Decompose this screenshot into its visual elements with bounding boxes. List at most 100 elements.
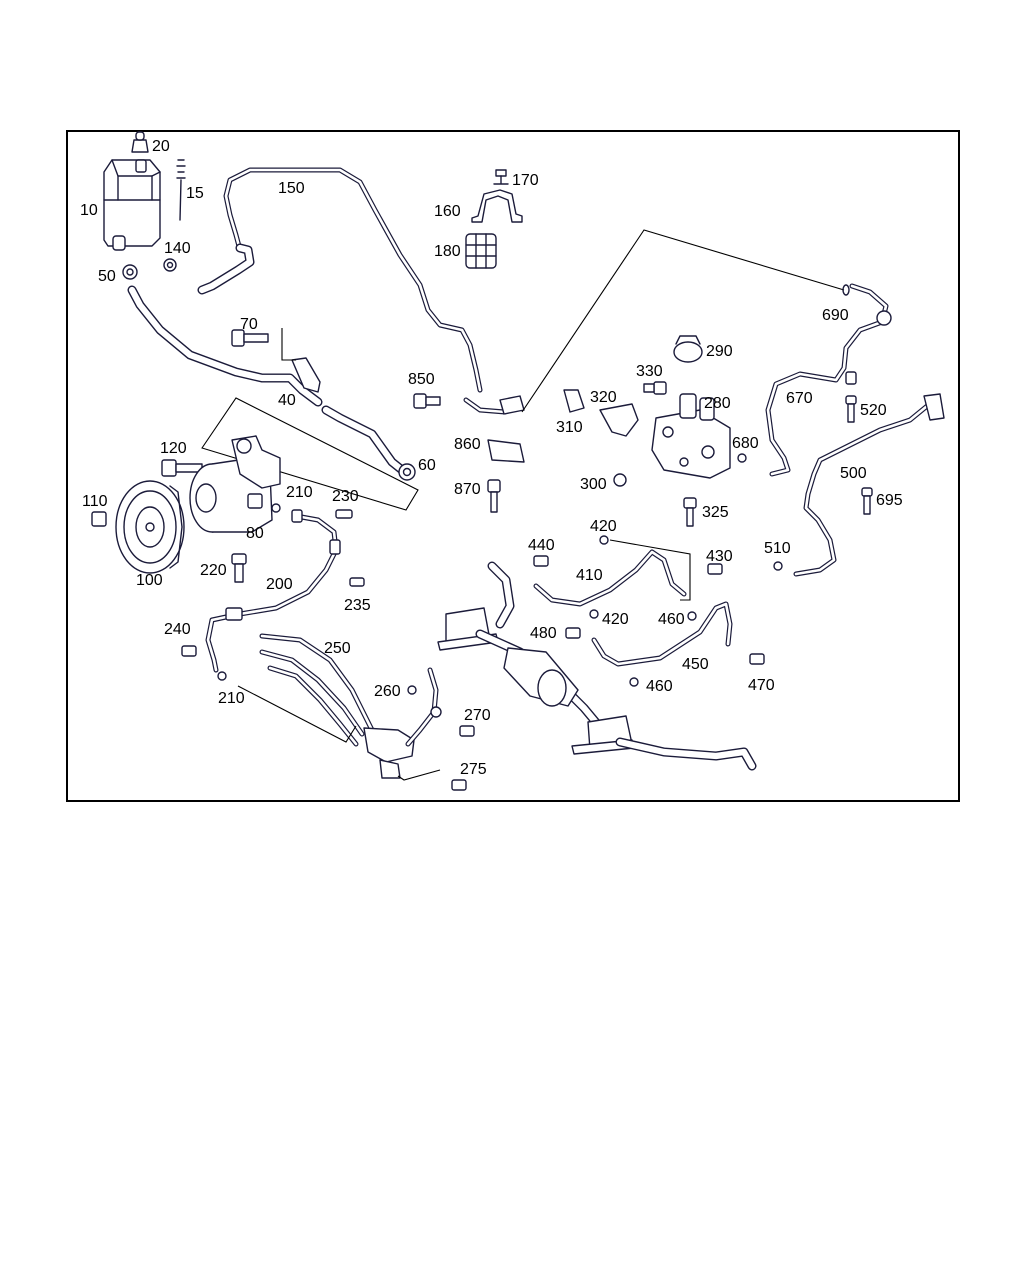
bolt-part-120 <box>161 459 203 477</box>
label-520: 520 <box>860 402 887 419</box>
label-270: 270 <box>464 707 491 724</box>
washer-part-510 <box>773 561 783 571</box>
label-460b: 460 <box>646 678 673 695</box>
label-140: 140 <box>164 240 191 257</box>
label-320: 320 <box>590 389 617 406</box>
washer-part-690 <box>842 284 850 296</box>
label-850: 850 <box>408 371 435 388</box>
pipe-part-500 <box>793 393 945 577</box>
bolt-part-520 <box>845 395 857 423</box>
label-220: 220 <box>200 562 227 579</box>
label-430: 430 <box>706 548 733 565</box>
label-200: 200 <box>266 576 293 593</box>
bracket-part-320 <box>599 403 639 437</box>
bracket-part-160 <box>471 189 523 223</box>
hose-part-150 <box>197 167 525 415</box>
bolt-part-70 <box>231 329 269 347</box>
valve-block-part-280 <box>651 393 731 479</box>
label-40: 40 <box>278 392 296 409</box>
label-470: 470 <box>748 677 775 694</box>
label-150: 150 <box>278 180 305 197</box>
label-280: 280 <box>704 395 731 412</box>
screw-part-470 <box>749 653 765 665</box>
pipe-part-450 <box>591 601 733 667</box>
bolt-part-325 <box>683 497 697 527</box>
label-230: 230 <box>332 488 359 505</box>
washer-part-460a <box>687 611 697 621</box>
leader-box-pump <box>201 397 419 511</box>
bolt-part-220 <box>231 553 247 583</box>
label-235: 235 <box>344 597 371 614</box>
label-680: 680 <box>732 435 759 452</box>
label-440: 440 <box>528 537 555 554</box>
clip-part-310 <box>563 389 585 413</box>
label-420a: 420 <box>590 518 617 535</box>
label-420b: 420 <box>602 611 629 628</box>
label-170: 170 <box>512 172 539 189</box>
reservoir-part-10 <box>103 159 161 251</box>
label-325: 325 <box>702 504 729 521</box>
screw-part-235 <box>349 577 365 587</box>
pipe-part-410 <box>533 539 691 607</box>
label-500: 500 <box>840 465 867 482</box>
label-310: 310 <box>556 419 583 436</box>
label-80: 80 <box>246 525 264 542</box>
washer-part-210b <box>217 671 227 681</box>
label-300: 300 <box>580 476 607 493</box>
hose-part-200 <box>205 509 341 673</box>
label-250: 250 <box>324 640 351 657</box>
label-260: 260 <box>374 683 401 700</box>
washer-part-210a <box>271 503 281 513</box>
hose-part-250 <box>237 633 415 779</box>
label-510: 510 <box>764 540 791 557</box>
washer-part-460b <box>629 677 639 687</box>
reservoir-cap-part-20 <box>131 131 149 153</box>
leader-690 <box>521 229 845 413</box>
bolt-part-870 <box>487 479 501 513</box>
label-460a: 460 <box>658 611 685 628</box>
rubber-block-part-180 <box>465 233 497 269</box>
callout-labels: 20 15 10 150 170 160 180 140 50 70 40 85… <box>80 138 903 778</box>
screw-part-240 <box>181 645 197 657</box>
label-180: 180 <box>434 243 461 260</box>
label-870: 870 <box>454 481 481 498</box>
screw-part-275 <box>397 769 467 791</box>
bolt-part-850 <box>413 393 441 409</box>
washer-part-680 <box>737 453 747 463</box>
dipstick-part-15 <box>176 159 186 221</box>
pulley-part-100 <box>115 480 185 574</box>
label-50: 50 <box>98 268 116 285</box>
label-480: 480 <box>530 625 557 642</box>
washer-part-420a <box>599 535 609 545</box>
label-210a: 210 <box>286 484 313 501</box>
hose-part-40 <box>127 285 407 475</box>
label-695: 695 <box>876 492 903 509</box>
washer-part-260 <box>407 685 417 695</box>
label-160: 160 <box>434 203 461 220</box>
label-20: 20 <box>152 138 170 155</box>
pipe-part-670 <box>765 283 892 477</box>
diagram-frame <box>66 130 960 802</box>
label-290: 290 <box>706 343 733 360</box>
screw-part-270 <box>459 725 475 737</box>
label-330: 330 <box>636 363 663 380</box>
label-10: 10 <box>80 202 98 219</box>
clip-part-860 <box>487 439 525 463</box>
label-210b: 210 <box>218 690 245 707</box>
label-690: 690 <box>822 307 849 324</box>
steering-gear-housing <box>437 561 757 771</box>
label-275: 275 <box>460 761 487 778</box>
clamp-part-50 <box>122 264 138 280</box>
pipe-part-260 <box>405 667 442 747</box>
clamp-part-60 <box>398 463 416 481</box>
nut-part-300 <box>613 473 627 487</box>
screw-part-110 <box>91 511 107 527</box>
washer-part-420b <box>589 609 599 619</box>
screw-part-430 <box>707 563 723 575</box>
screw-part-170 <box>493 169 509 185</box>
label-100: 100 <box>136 572 163 589</box>
label-60: 60 <box>418 457 436 474</box>
label-110: 110 <box>82 493 108 510</box>
label-450: 450 <box>682 656 709 673</box>
